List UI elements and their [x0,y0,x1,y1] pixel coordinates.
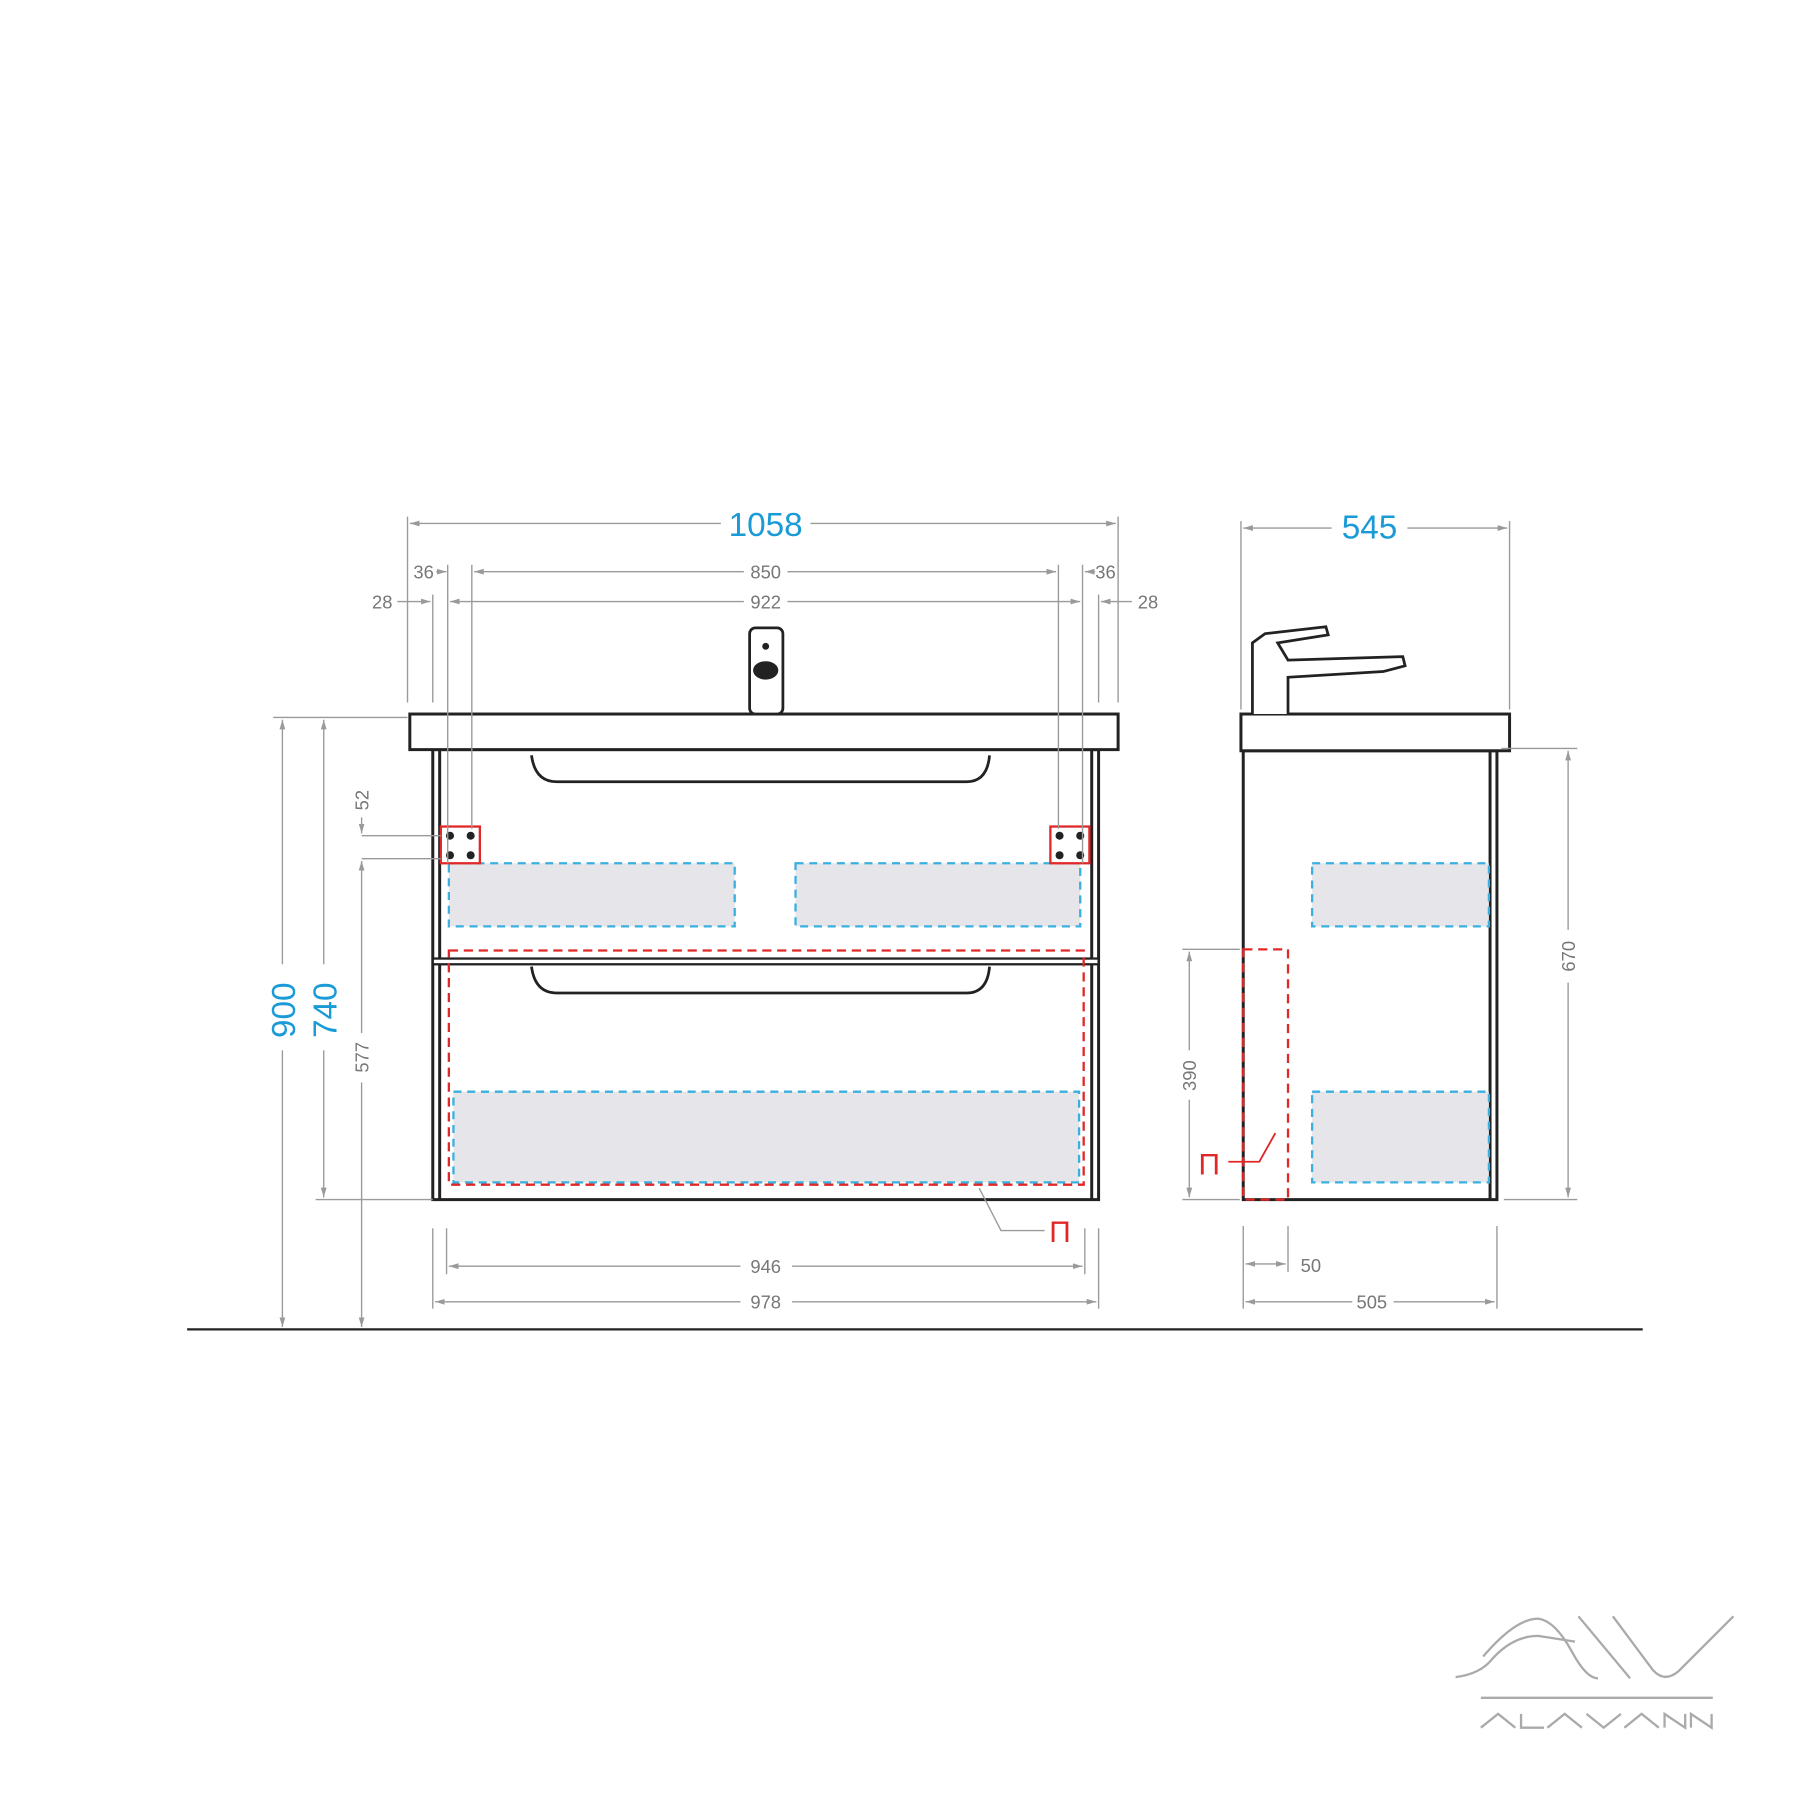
side-countertop [1239,712,1512,753]
dim-side-cabinet-height: 670 [1558,941,1579,972]
lower-handle-recess [530,966,991,995]
dim-profile-height: 390 [1179,1060,1200,1091]
dim-side-offset-left: 28 [372,591,392,612]
dim-mount-height: 577 [351,1042,372,1073]
dim-side-offset-right: 28 [1138,591,1158,612]
profile-label-front: П [1049,1216,1070,1249]
dim-mount-offset-left: 36 [413,562,433,583]
side-drawer-box-upper [1310,862,1491,928]
dim-overall-width: 1058 [729,507,803,544]
faucet-icon [748,626,785,716]
front-view: П [408,626,1120,1249]
dim-overall-depth: 545 [1342,509,1398,546]
drawer-divider [431,957,1100,966]
countertop-basin [408,712,1120,752]
dim-inner-width: 922 [750,591,781,612]
upper-handle-recess [530,755,991,784]
dim-mount-bracket-height: 52 [351,790,372,810]
dim-cabinet-height: 740 [307,982,344,1038]
profile-label-side: П [1198,1148,1219,1181]
mount-bracket-left-icon [439,825,481,865]
alavann-logo [1455,1615,1735,1730]
dim-mount-spacing: 850 [750,562,781,583]
profile-outline-side [1242,948,1290,1201]
side-view: П [1198,625,1512,1202]
front-dimensions: 1058 36 850 36 28 922 28 900 740 52 577 [266,507,1158,1328]
drawer-box-lower [452,1090,1081,1184]
dim-cabinet-width: 978 [750,1292,781,1313]
side-dimensions: 545 670 390 50 505 [1179,509,1579,1312]
dim-profile-depth: 50 [1301,1255,1321,1276]
side-drawer-box-lower [1310,1090,1491,1184]
dim-mount-offset-right: 36 [1095,562,1115,583]
dim-drawer-width: 946 [750,1256,781,1277]
drawer-box-upper-left [447,862,736,928]
mount-bracket-right-icon [1049,825,1091,865]
profile-outline-front [447,949,1085,1186]
drawer-box-upper-right [794,862,1082,928]
dim-side-cabinet-depth: 505 [1356,1292,1387,1313]
dim-total-height: 900 [266,982,303,1038]
side-faucet-icon [1251,625,1407,715]
